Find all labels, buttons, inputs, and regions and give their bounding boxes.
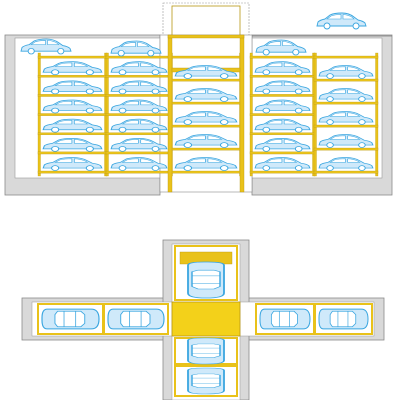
rack-beam: [37, 170, 108, 174]
rack-beam: [313, 124, 379, 128]
lift-mast: [239, 34, 245, 193]
rack-beam: [37, 75, 108, 78]
plan-car: [259, 308, 311, 330]
rack-beam: [249, 170, 316, 174]
plan-bay-frame: [174, 365, 238, 397]
rack-beam: [105, 75, 173, 78]
rack-beam: [313, 170, 379, 174]
rack-beam: [249, 113, 316, 116]
rack-beam: [249, 132, 316, 136]
rack-beam: [169, 101, 243, 105]
rack-frames: [37, 34, 379, 193]
rack-beam: [37, 113, 108, 116]
plan-car: [318, 308, 369, 330]
rack-beam: [169, 147, 243, 151]
plan-car: [41, 308, 100, 330]
plan-view: [21, 239, 385, 400]
rack-beam: [169, 78, 243, 82]
street-car: [316, 12, 367, 30]
lift-platform: [171, 301, 241, 337]
rack-post: [313, 52, 317, 177]
lift-mast: [167, 34, 173, 193]
rack-beam: [313, 78, 379, 82]
plan-car: [187, 261, 225, 299]
plan-bay-frame: [103, 303, 169, 335]
plan-car: [107, 308, 165, 330]
rack-beam: [313, 55, 379, 59]
rack-beam: [169, 170, 243, 174]
plan-car: [187, 337, 225, 365]
rack-beam: [249, 94, 316, 97]
rack-beam: [105, 170, 173, 174]
rack-beam: [105, 113, 173, 116]
rack-beam: [37, 132, 108, 136]
rack-beam: [169, 124, 243, 128]
elevation-view: [4, 2, 393, 196]
entry-door: [171, 5, 241, 37]
rack-beam: [249, 75, 316, 78]
rack-beam: [37, 94, 108, 97]
rack-beam: [105, 94, 173, 97]
rack-post: [375, 52, 379, 177]
rack-beam: [249, 55, 316, 59]
lift-head: [167, 34, 245, 39]
plan-car: [187, 367, 225, 395]
rack-beam: [105, 151, 173, 155]
rack-beam: [249, 151, 316, 155]
rack-beam: [37, 151, 108, 155]
rack-beam: [169, 55, 243, 59]
rack-beam: [105, 132, 173, 136]
plan-bay-frame: [314, 303, 373, 335]
rack-beam: [105, 55, 173, 59]
rack-beam: [313, 101, 379, 105]
rack-beam: [37, 55, 108, 59]
rack-beam: [313, 147, 379, 151]
